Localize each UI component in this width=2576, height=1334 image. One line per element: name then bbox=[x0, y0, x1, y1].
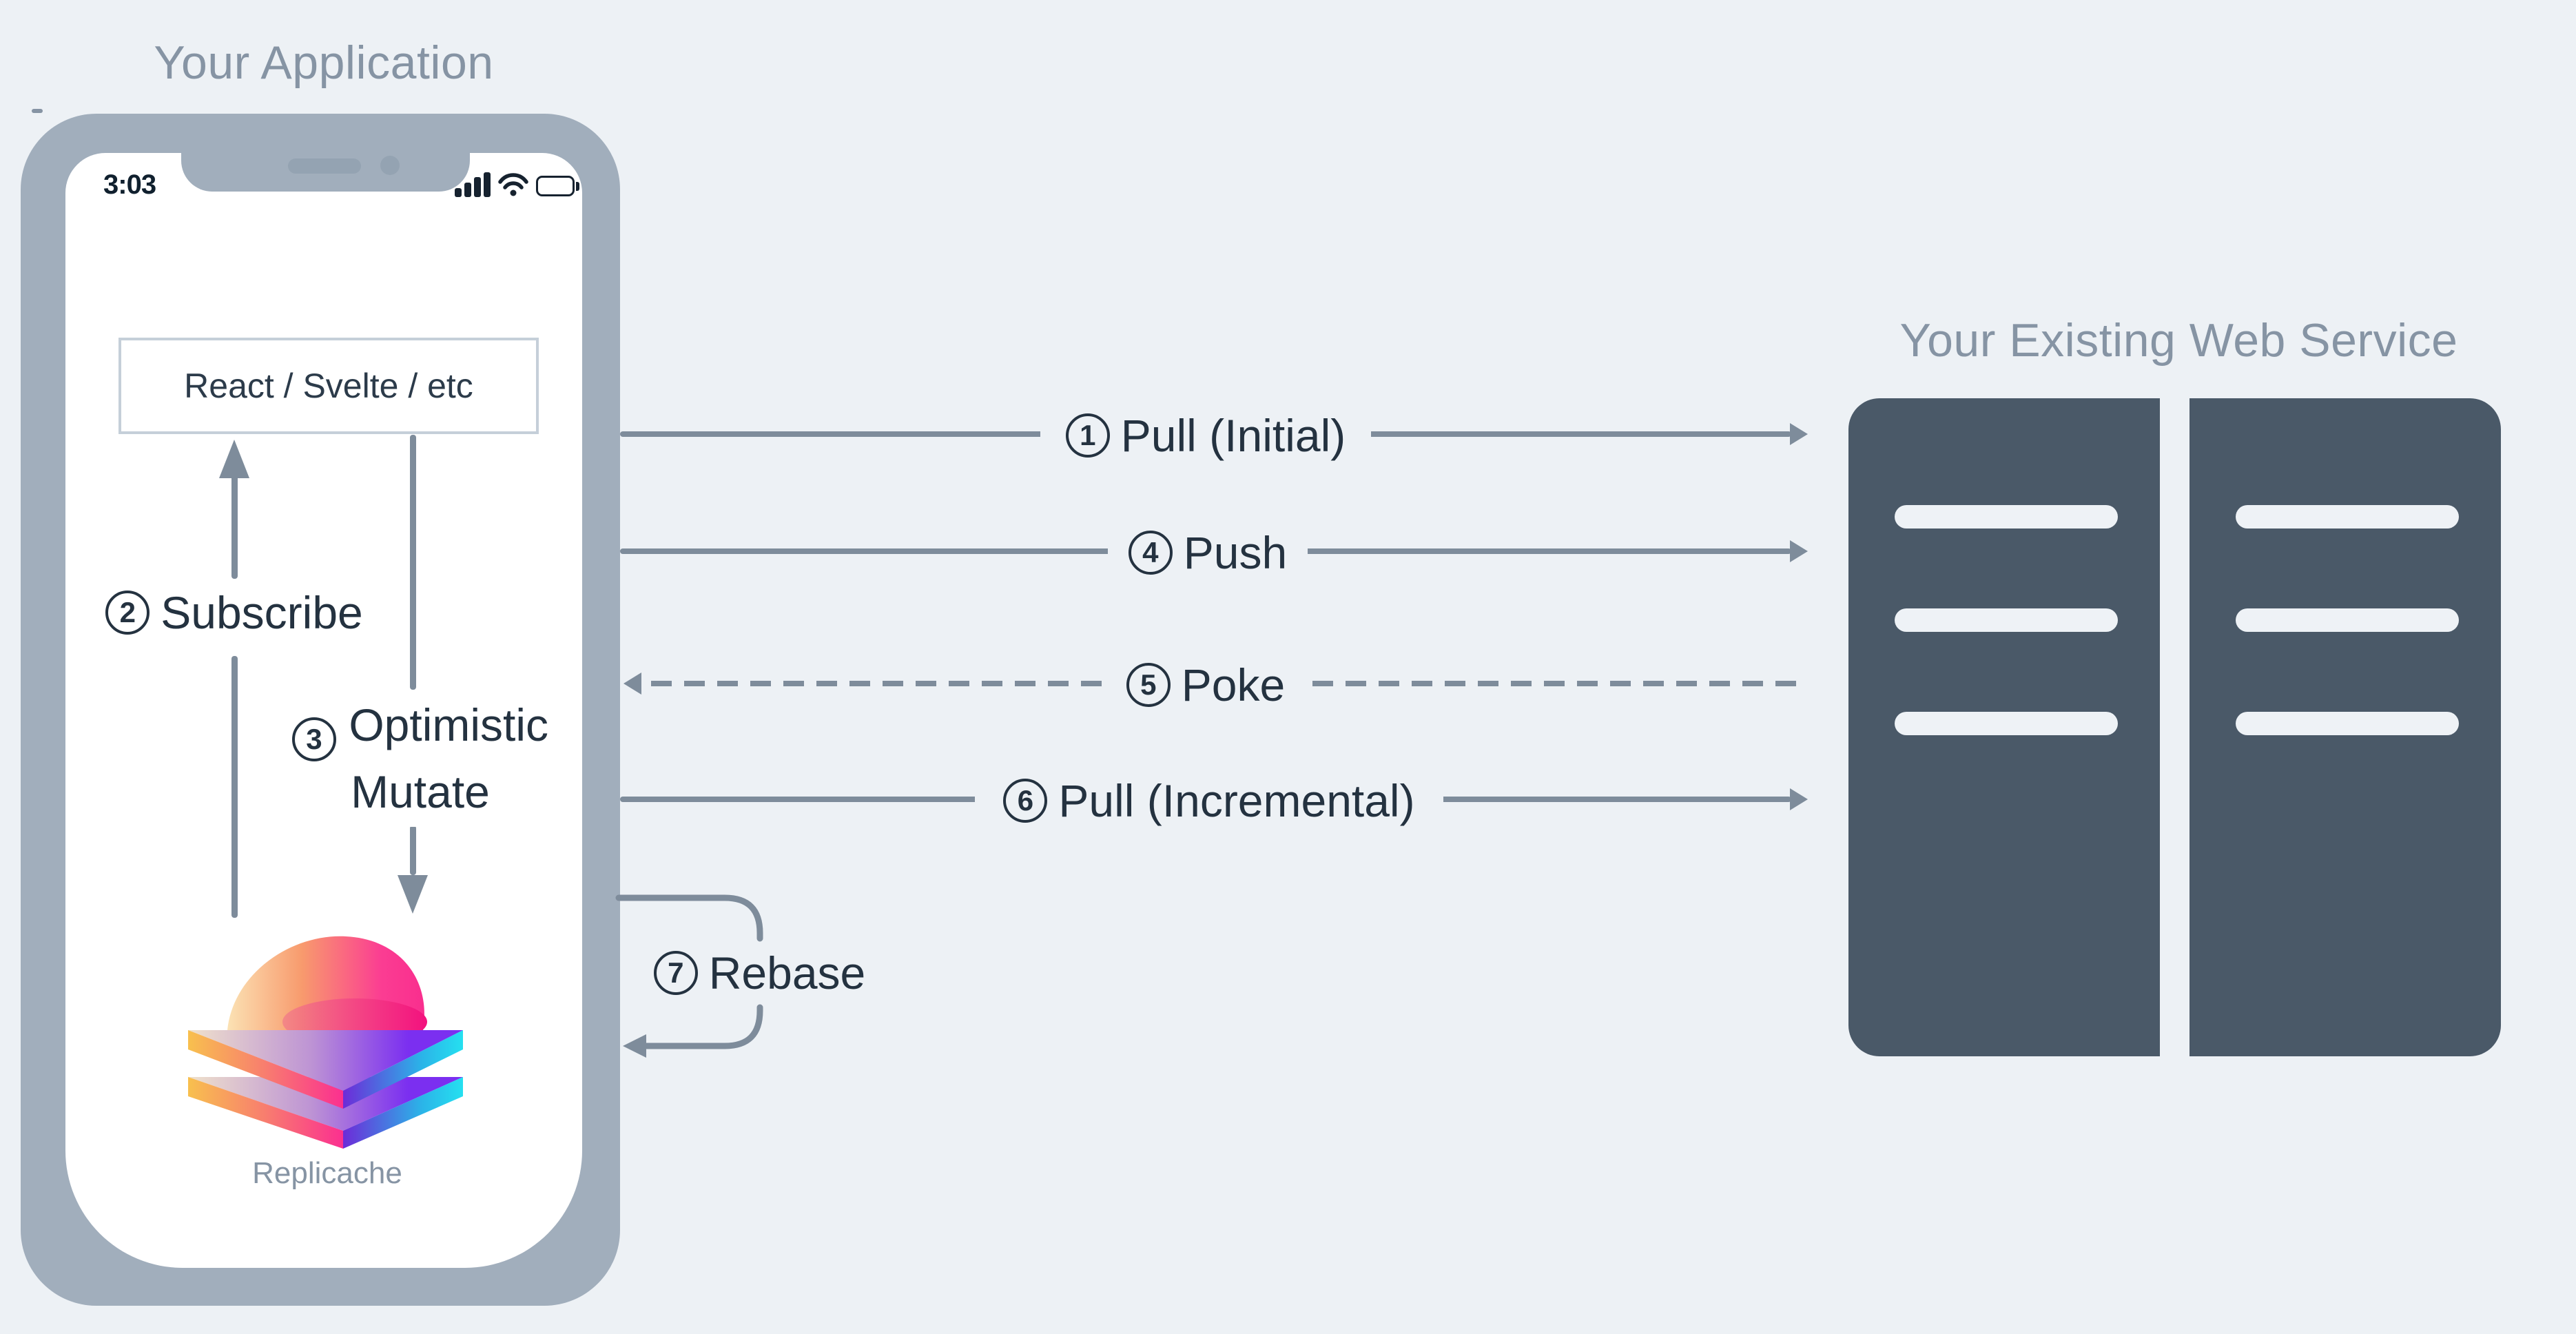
mutate-label-text: Optimistic Mutate bbox=[349, 699, 549, 818]
server-slot bbox=[1895, 712, 2118, 735]
pull-initial-arrowhead-right-icon bbox=[1790, 423, 1808, 445]
server-block-right bbox=[2189, 398, 2501, 1056]
label-subscribe: 2 Subscribe bbox=[79, 582, 389, 643]
circled-number-7: 7 bbox=[653, 951, 698, 995]
status-icons bbox=[455, 171, 579, 197]
circled-number-1: 1 bbox=[1065, 413, 1110, 458]
label-pull-initial: 1 Pull (Initial) bbox=[1040, 405, 1371, 466]
subscribe-arrow-line bbox=[231, 656, 238, 918]
server-block-left bbox=[1848, 398, 2160, 1056]
server-slot bbox=[1895, 505, 2118, 529]
status-time: 3:03 bbox=[103, 170, 156, 200]
label-poke: 5 Poke bbox=[1102, 655, 1309, 715]
server-slot bbox=[2236, 505, 2459, 529]
wifi-icon bbox=[497, 172, 529, 197]
right-section-title: Your Existing Web Service bbox=[1899, 314, 2458, 367]
mutate-arrow-line bbox=[410, 435, 416, 690]
circled-number-2: 2 bbox=[105, 591, 150, 635]
server-slot bbox=[2236, 608, 2459, 632]
pull-incremental-label-text: Pull (Incremental) bbox=[1058, 775, 1415, 826]
camera-icon bbox=[380, 156, 400, 175]
push-arrowhead-right-icon bbox=[1790, 540, 1808, 562]
cellular-signal-icon bbox=[455, 172, 491, 197]
circled-number-3: 3 bbox=[291, 717, 336, 762]
speaker-icon bbox=[288, 158, 361, 174]
replicache-logo bbox=[183, 927, 472, 1154]
circled-number-6: 6 bbox=[1003, 779, 1048, 823]
label-push: 4 Push bbox=[1108, 522, 1308, 583]
battery-icon bbox=[536, 176, 579, 196]
label-optimistic-mutate: 3 Optimistic Mutate bbox=[258, 690, 582, 828]
stray-dash bbox=[32, 109, 43, 113]
pull-initial-label-text: Pull (Initial) bbox=[1120, 410, 1346, 461]
label-rebase: 7 Rebase bbox=[644, 943, 875, 1003]
push-label-text: Push bbox=[1183, 527, 1288, 578]
subscribe-label-text: Subscribe bbox=[161, 587, 363, 638]
framework-box: React / Svelte / etc bbox=[119, 338, 539, 434]
mutate-arrow-line bbox=[410, 825, 416, 875]
circled-number-4: 4 bbox=[1128, 531, 1173, 575]
label-pull-incremental: 6 Pull (Incremental) bbox=[975, 770, 1443, 831]
server-slot bbox=[1895, 608, 2118, 632]
server-slot bbox=[2236, 712, 2459, 735]
poke-arrowhead-left-icon bbox=[624, 673, 641, 695]
poke-label-text: Poke bbox=[1181, 659, 1286, 710]
left-section-title: Your Application bbox=[154, 37, 494, 89]
replicache-caption: Replicache bbox=[252, 1156, 402, 1190]
pull-incremental-arrowhead-right-icon bbox=[1790, 788, 1808, 810]
subscribe-arrow-line bbox=[231, 475, 238, 579]
circled-number-5: 5 bbox=[1126, 663, 1171, 707]
rebase-label-text: Rebase bbox=[708, 947, 866, 998]
rebase-loop-arrow bbox=[613, 889, 799, 1068]
framework-box-label: React / Svelte / etc bbox=[184, 367, 473, 405]
